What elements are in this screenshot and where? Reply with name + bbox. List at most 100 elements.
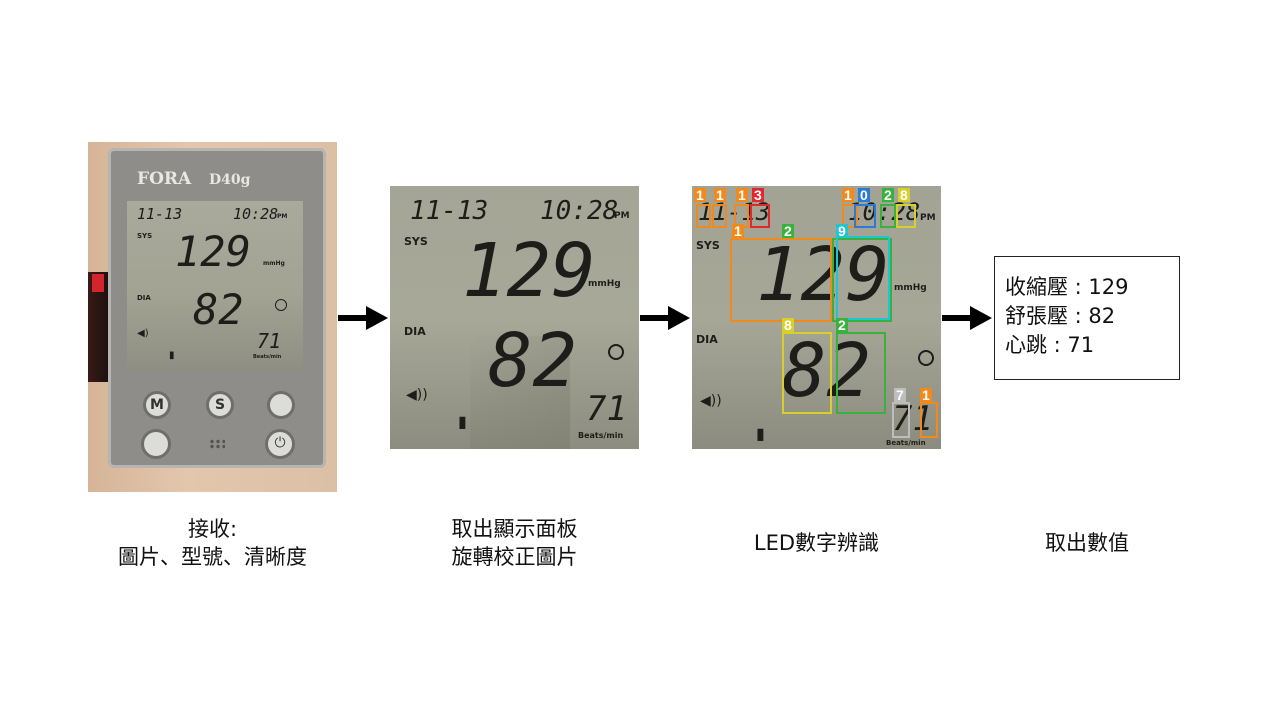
arrow-3-line [942,315,972,321]
arrow-1-head [366,306,388,330]
detection-box [730,238,832,322]
arrow-1-line [338,315,368,321]
arrow-3 [942,306,992,330]
arrow-2 [640,306,690,330]
lcd2-unit-beats: Beats/min [578,431,624,440]
detection-box [920,402,938,438]
arrow-1 [338,306,388,330]
detection-box [896,204,916,228]
detection-label: 2 [836,317,848,333]
m-button[interactable]: M [143,391,171,419]
detection-label: 3 [752,187,764,203]
speaker-icon-2: ◀)) [406,387,428,403]
lcd-sys-label: SYS [137,232,153,240]
lcd3-unit-mmhg: mmHg [894,283,927,293]
user-button[interactable] [141,429,171,459]
step3-caption: LED數字辨識 [692,529,941,557]
lcd3-dia-label: DIA [696,333,718,346]
detection-label: 7 [894,387,906,403]
lcd-time: 10:28 [233,205,279,223]
wireless-button[interactable] [267,391,295,419]
arrow-2-head [668,306,690,330]
step2-caption-line1: 取出顯示面板 [451,517,578,541]
glare [470,336,570,449]
person-icon: ▮ [169,350,175,361]
lcd3-time-suffix: PM [920,213,936,223]
lcd3-unit-beats: Beats/min [886,439,926,447]
lcd3-pulse-value: 71 [892,399,933,439]
detection-label: 8 [782,317,794,333]
lcd-pulse-value: 71 [257,329,282,353]
result-box: 收縮壓 : 129 舒張壓 : 82 心跳 : 71 [994,256,1180,380]
cropped-lcd: 11-13 10:28 PM SYS 129 mmHg DIA 82 ◀)) ▮… [390,186,639,449]
detection-label: 2 [782,223,794,239]
result-diastolic: 舒張壓 : 82 [1005,304,1116,328]
detection-box [880,204,896,228]
step1-caption-line1: 接收: [187,517,238,541]
device-photo: FORA D40g 11-13 10:28 PM SYS 129 mmHg DI… [88,142,337,492]
lcd2-dia-label: DIA [404,325,426,338]
device-body: FORA D40g 11-13 10:28 PM SYS 129 mmHg DI… [108,148,326,468]
lcd-dia-value: 82 [193,285,244,334]
lcd2-time: 10:28 [540,196,619,226]
lcd2-pulse-value: 71 [586,389,627,429]
detection-box [836,236,890,320]
detection-box [782,332,832,414]
step2-caption: 取出顯示面板 旋轉校正圖片 [390,515,639,571]
result-pulse: 心跳 : 71 [1005,333,1095,357]
detection-box [892,402,910,438]
detection-box [854,204,876,228]
detection-box [696,204,711,228]
lcd2-date: 11-13 [410,196,489,226]
lcd2-sys-value: 129 [462,228,596,314]
lcd2-sys-label: SYS [404,235,428,248]
brand-logo: FORA [137,169,192,189]
detection-label: 1 [732,223,744,239]
lcd-date: 11-13 [137,205,183,223]
detection-label: 9 [836,223,848,239]
lcd2-unit-mmhg: mmHg [588,279,621,289]
step4-caption: 取出數值 [994,529,1180,557]
lcd3-sys-label: SYS [696,239,720,252]
detection-box [750,204,770,228]
detection-label: 1 [842,187,854,203]
detection-label: 1 [714,187,726,203]
m-button-label: M [150,397,164,413]
s-button[interactable]: S [206,391,234,419]
lcd-time-suffix: PM [277,213,288,220]
result-systolic: 收縮壓 : 129 [1005,275,1129,299]
person-icon-3: ▮ [756,424,765,443]
lcd-unit-beats: Beats/min [253,354,282,360]
detection-label: 1 [920,387,932,403]
detection-label: 2 [882,187,894,203]
detection-label: 8 [898,187,910,203]
smiley-icon-2 [608,344,624,360]
s-button-label: S [214,397,226,413]
smiley-icon [275,299,287,311]
device-lcd: 11-13 10:28 PM SYS 129 mmHg DIA 82 ◀) ▮ … [127,201,303,371]
power-button[interactable]: ⏻ [265,429,295,459]
detection-image: 11-13 10:28 PM SYS 129 mmHg DIA 82 ◀)) ▮… [692,186,941,449]
cable-red [92,274,104,292]
arrow-3-head [970,306,992,330]
speaker-icon-3: ◀)) [700,393,722,409]
step1-caption: 接收: 圖片、型號、清晰度 [88,515,337,571]
detection-box [842,204,858,228]
person-icon-2: ▮ [458,412,467,431]
step4-caption-line1: 取出數值 [1045,531,1129,555]
detection-box [832,238,892,322]
detection-box [712,204,727,228]
lcd2-time-suffix: PM [614,211,630,221]
smiley-icon-3 [918,350,934,366]
lcd-dia-label: DIA [137,294,151,302]
detection-label: 1 [694,187,706,203]
speaker-grille [209,439,225,449]
step2-caption-line2: 旋轉校正圖片 [451,545,578,569]
arrow-2-line [640,315,670,321]
cable [88,272,110,382]
speaker-icon: ◀) [137,328,149,339]
detection-label: 0 [858,187,870,203]
detection-box [836,332,886,414]
model-name: D40g [209,172,251,188]
lcd2-dia-value: 82 [488,318,578,404]
